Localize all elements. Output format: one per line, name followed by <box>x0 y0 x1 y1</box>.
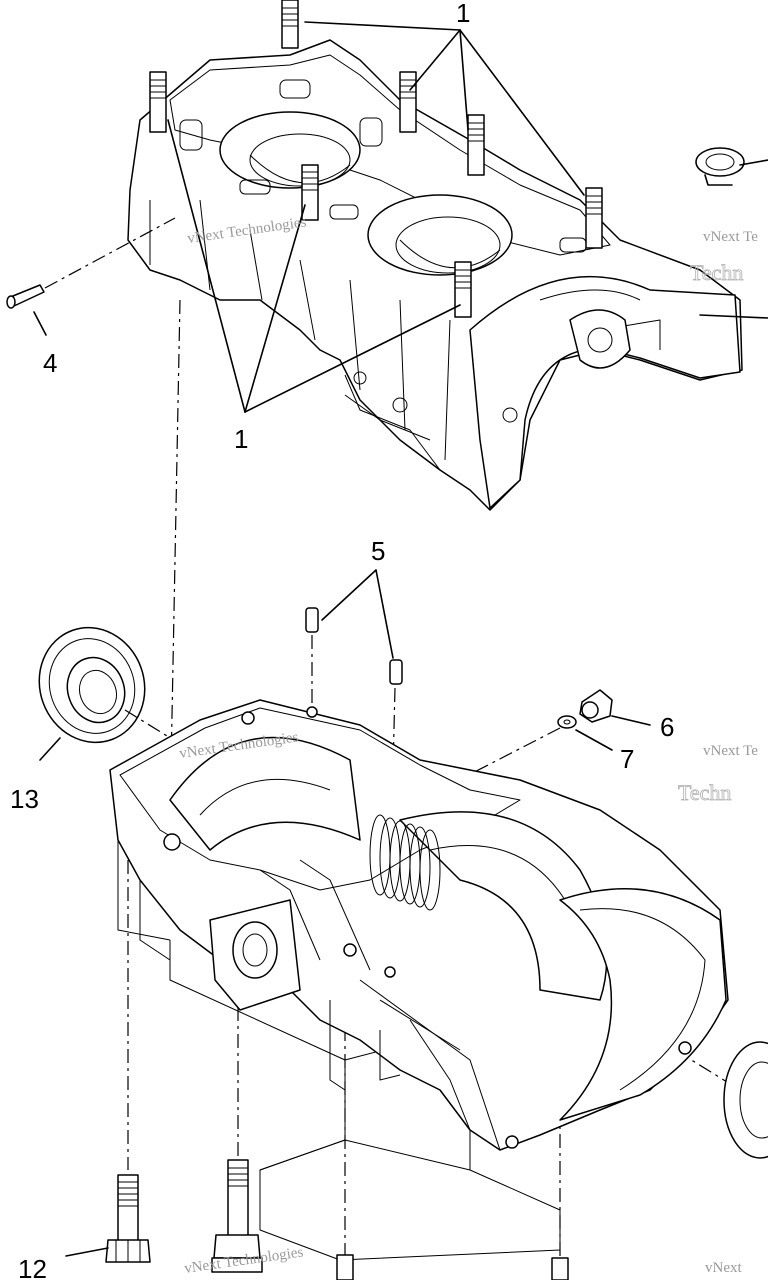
stud <box>454 261 472 318</box>
dowel-pins-5 <box>305 569 403 685</box>
bolt <box>211 1159 263 1273</box>
callout-13: 13 <box>10 784 39 814</box>
alignment-line <box>169 299 181 821</box>
bolt <box>336 1254 354 1280</box>
stud <box>301 164 319 221</box>
callout-1-leaders <box>167 21 585 413</box>
crankcase-bolts-12 <box>65 1159 569 1280</box>
callout-labels: 1 1 4 5 6 7 13 12 <box>10 0 674 1280</box>
drain-screw-6-washer-7 <box>419 689 651 801</box>
cylinder-studs <box>149 0 603 318</box>
watermark-text: Techn <box>690 260 743 285</box>
stud <box>585 187 603 249</box>
watermark-text: Techn <box>678 780 731 805</box>
bolt <box>551 1257 569 1280</box>
callout-12: 12 <box>18 1254 47 1280</box>
callout-7: 7 <box>620 744 634 774</box>
leader-upper-right <box>699 314 768 319</box>
stud <box>149 71 167 133</box>
stud <box>281 0 299 49</box>
stud <box>467 114 485 176</box>
seal-bottom-right <box>723 1041 768 1159</box>
watermark-text: vNext Te <box>703 229 758 245</box>
dowel-pin-4 <box>6 217 176 336</box>
upper-crankcase <box>127 39 743 511</box>
stud <box>399 71 417 133</box>
bolt <box>105 1174 151 1263</box>
labyrinth-fins <box>369 814 441 911</box>
callout-1-top: 1 <box>456 0 470 28</box>
seal-top-right <box>695 147 768 186</box>
callout-6: 6 <box>660 712 674 742</box>
watermark-text: vNext <box>705 1260 742 1276</box>
watermark-text: vNext Te <box>703 743 758 759</box>
callout-4: 4 <box>43 348 57 378</box>
callout-1-bottom: 1 <box>234 424 248 454</box>
callout-5: 5 <box>371 536 385 566</box>
lower-crankcase <box>109 699 729 1261</box>
